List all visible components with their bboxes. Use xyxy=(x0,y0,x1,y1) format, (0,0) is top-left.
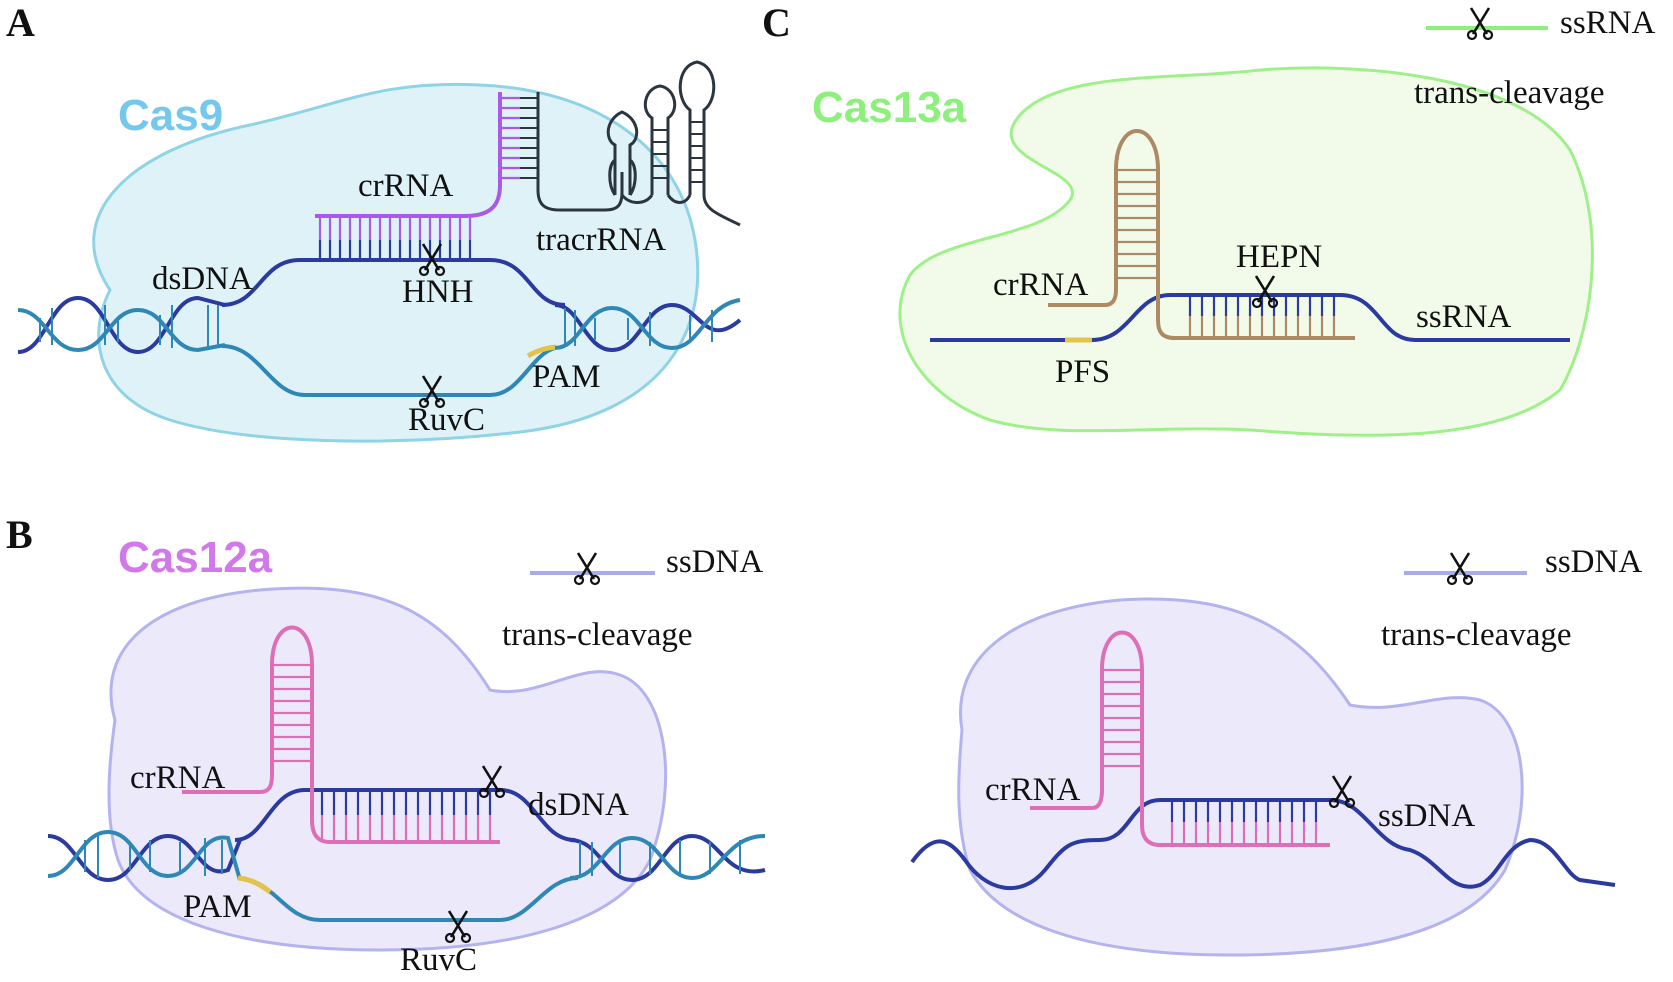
label-pam: PAM xyxy=(532,359,601,395)
cas12a-protein-body xyxy=(107,586,668,952)
crrna-cas12a xyxy=(182,625,500,844)
label-ssdna-d: ssDNA xyxy=(1378,798,1475,834)
target-ssrna xyxy=(930,293,1570,342)
reporter-label-d: ssDNA xyxy=(1545,544,1642,580)
dna-helix-left-b xyxy=(47,829,242,883)
label-crrna-c: crRNA xyxy=(993,267,1088,303)
panel-c-letter: C xyxy=(762,0,791,45)
trans-cleavage-label-d: trans-cleavage xyxy=(1381,617,1572,653)
label-crrna-b: crRNA xyxy=(130,760,225,796)
label-ruvc: RuvC xyxy=(408,402,485,438)
dna-helix-left xyxy=(17,295,226,355)
label-dsdna-b: dsDNA xyxy=(528,787,629,823)
scissors-icon xyxy=(573,551,601,586)
trans-cleavage-label-c: trans-cleavage xyxy=(1414,75,1605,111)
panel-a-letter: A xyxy=(6,0,35,45)
panel-d: ssDNA trans-cleavage xyxy=(910,544,1642,957)
label-tracrrna: tracrRNA xyxy=(536,222,666,258)
cas12a-title: Cas12a xyxy=(118,533,273,582)
label-dsdna: dsDNA xyxy=(152,261,253,297)
ssdna-reporter-b xyxy=(530,551,655,586)
panel-a: A Cas9 xyxy=(6,0,742,443)
scissors-icon xyxy=(1466,6,1494,41)
cas12a-ssdna-protein-body xyxy=(957,597,1524,957)
label-pfs: PFS xyxy=(1055,354,1110,390)
label-crrna: crRNA xyxy=(358,168,453,204)
cas13a-title: Cas13a xyxy=(812,83,967,132)
panel-b-letter: B xyxy=(6,512,33,557)
crrna-cas12a-d xyxy=(1030,630,1330,847)
dna-helix-right-b xyxy=(569,833,766,883)
label-ruvc-b: RuvC xyxy=(400,942,477,978)
trans-cleavage-label-b: trans-cleavage xyxy=(502,617,693,653)
label-hnh: HNH xyxy=(402,274,474,310)
crrna-cas13a xyxy=(1048,129,1355,340)
label-ssrna: ssRNA xyxy=(1416,299,1512,335)
tracrrna xyxy=(520,60,741,227)
ssdna-reporter-d xyxy=(1404,551,1527,586)
reporter-label-c: ssRNA xyxy=(1560,5,1656,41)
pam-segment xyxy=(526,344,557,359)
panel-b: B Cas12a ssDNA trans-cleavage xyxy=(6,512,766,978)
crrna-cas9 xyxy=(315,92,520,258)
target-strand-b xyxy=(234,788,576,842)
cas9-title: Cas9 xyxy=(118,91,223,140)
cas13a-protein-body xyxy=(898,66,1594,437)
label-pam-b: PAM xyxy=(183,889,252,925)
reporter-label-b: ssDNA xyxy=(666,544,763,580)
non-target-strand xyxy=(221,344,556,397)
label-crrna-d: crRNA xyxy=(985,772,1080,808)
target-strand xyxy=(221,258,566,307)
label-hepn: HEPN xyxy=(1236,239,1322,275)
panel-c: C Cas13a ssRNA trans-cleavage xyxy=(762,0,1656,437)
target-ssdna xyxy=(910,798,1616,890)
dna-helix-right xyxy=(554,298,742,353)
pam-segment-b xyxy=(237,875,272,894)
ssrna-reporter-c xyxy=(1426,6,1548,41)
scissors-icon xyxy=(1446,551,1474,586)
